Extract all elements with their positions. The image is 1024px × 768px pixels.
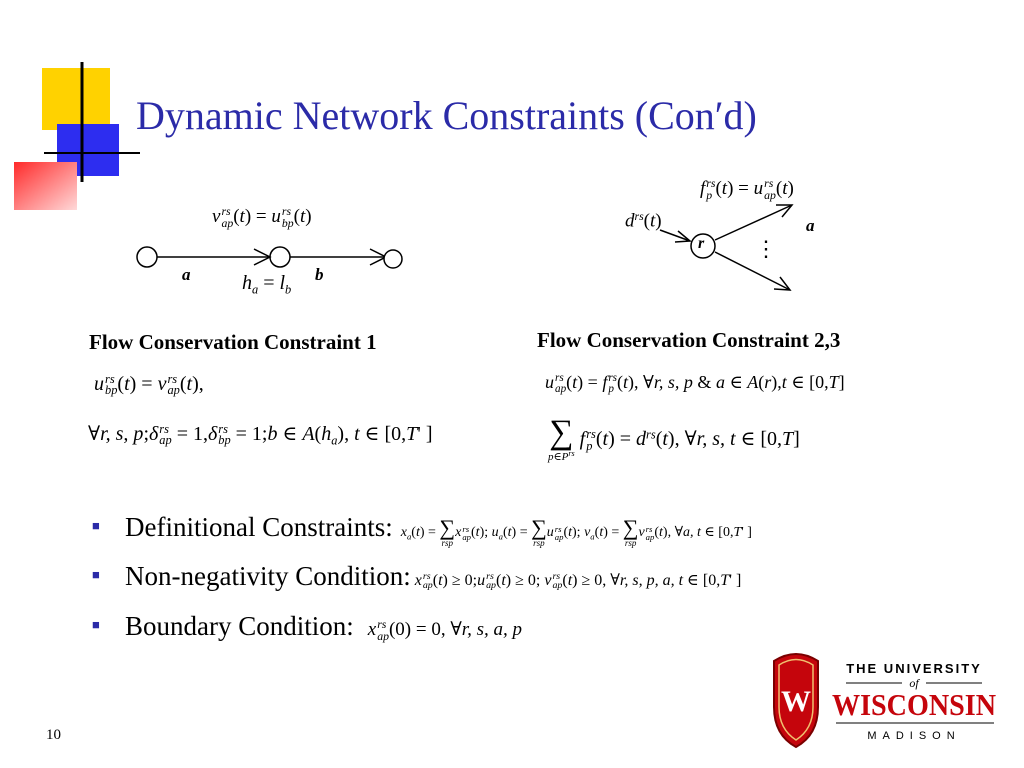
origin-diagram — [659, 204, 794, 291]
logo-line1: THE UNIVERSITY — [846, 661, 982, 676]
path-link-down — [714, 251, 791, 291]
origin-node — [690, 233, 716, 259]
constraint23-heading: Flow Conservation Constraint 2,3 — [537, 328, 841, 352]
demand-arrow-head — [674, 230, 692, 243]
path-link-up-head — [776, 204, 794, 218]
more-paths-dots: ⋮ — [755, 236, 777, 261]
corner-decoration — [14, 62, 140, 210]
logo-line3: WISCONSIN — [832, 687, 996, 722]
arrow-head-left — [253, 248, 272, 266]
uw-madison-logo: W THE UNIVERSITY of WISCONSIN MADISON — [773, 653, 996, 749]
node-equation: ha = lb — [242, 272, 292, 297]
logo-line2: of — [909, 676, 920, 690]
logo-line4: MADISON — [867, 730, 960, 742]
crest-icon — [773, 653, 819, 749]
bullet-label: Non-negativity Condition: — [125, 561, 411, 591]
link-a-right-label: a — [806, 216, 815, 235]
demand-label: drs(t) — [625, 210, 662, 232]
yellow-square — [42, 68, 110, 130]
link-b-label: b — [315, 265, 324, 284]
demand-arrow — [659, 229, 691, 242]
bullet-square-icon: ■ — [92, 518, 100, 533]
node-middle — [269, 246, 291, 268]
link-diagram — [136, 246, 403, 269]
bullet-label: Definitional Constraints: — [125, 512, 393, 542]
path-link-up — [714, 204, 793, 241]
red-square — [14, 162, 77, 210]
path-link-down-head — [773, 276, 792, 291]
bullet-square-icon: ■ — [92, 567, 100, 582]
bullet-square-icon: ■ — [92, 617, 100, 632]
node-left — [136, 246, 158, 268]
constraint1-heading: Flow Conservation Constraint 1 — [89, 330, 377, 354]
slide-title: Dynamic Network Constraints (Con′d) — [136, 93, 757, 138]
slide-number: 10 — [46, 727, 61, 743]
crest-letter: W — [781, 685, 811, 718]
origin-label: r — [698, 235, 705, 252]
link-a-label: a — [182, 265, 191, 284]
bullet-label: Boundary Condition: — [125, 611, 354, 641]
node-right — [383, 249, 403, 269]
bullet-definitional: ■ Definitional Constraints: xa(t) = ∑rsp… — [92, 512, 752, 548]
